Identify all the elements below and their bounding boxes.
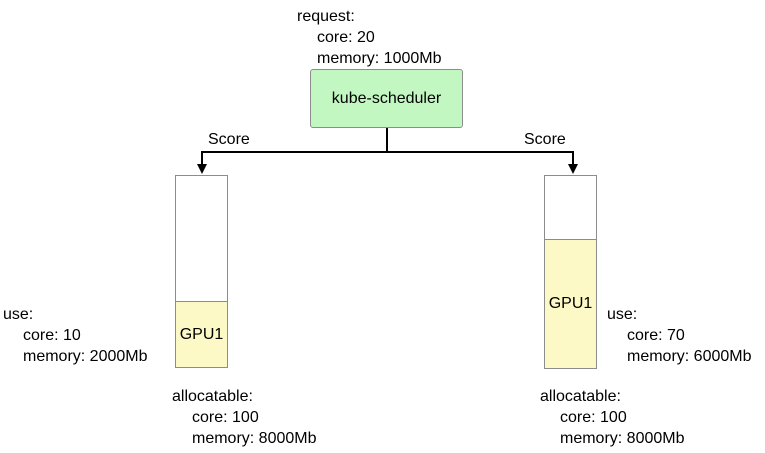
allocatable-core-left: core: 100 xyxy=(192,409,259,426)
allocatable-title-left: allocatable: xyxy=(172,388,253,405)
allocatable-annotation-right: allocatable: core: 100 memory: 8000Mb xyxy=(540,386,685,449)
gpu-usage-block-left: GPU1 xyxy=(176,301,227,367)
gpu-label-left: GPU1 xyxy=(179,325,224,343)
use-annotation-right: use: core: 70 memory: 6000Mb xyxy=(607,304,752,367)
gpu-label-right: GPU1 xyxy=(548,295,593,312)
use-core-right: core: 70 xyxy=(627,327,685,344)
request-title: request: xyxy=(297,8,355,25)
node-left: GPU1 xyxy=(175,175,228,368)
connector-stem xyxy=(386,128,388,153)
use-annotation-left: use: core: 10 memory: 2000Mb xyxy=(3,304,148,367)
score-label-right: Score xyxy=(524,131,566,148)
connector-horizontal xyxy=(201,151,574,153)
arrow-down-right-icon xyxy=(568,164,578,174)
request-annotation: request: core: 20 memory: 1000Mb xyxy=(297,6,442,69)
gpu-usage-block-right: GPU1 xyxy=(545,239,596,368)
allocatable-title-right: allocatable: xyxy=(540,388,621,405)
connector-right-drop xyxy=(572,151,574,165)
use-title-right: use: xyxy=(607,306,638,323)
arrow-down-left-icon xyxy=(197,164,207,174)
allocatable-memory-left: memory: 8000Mb xyxy=(192,430,317,447)
kube-scheduler-node: kube-scheduler xyxy=(310,69,463,128)
node-right: GPU1 xyxy=(544,175,597,369)
score-label-left: Score xyxy=(208,131,250,148)
allocatable-annotation-left: allocatable: core: 100 memory: 8000Mb xyxy=(172,386,317,449)
request-memory: memory: 1000Mb xyxy=(317,50,442,67)
connector-left-drop xyxy=(201,151,203,165)
use-core-left: core: 10 xyxy=(23,327,81,344)
use-memory-right: memory: 6000Mb xyxy=(627,348,752,365)
use-title-left: use: xyxy=(3,306,34,323)
allocatable-core-right: core: 100 xyxy=(560,409,627,426)
allocatable-memory-right: memory: 8000Mb xyxy=(560,430,685,447)
kube-scheduler-label: kube-scheduler xyxy=(331,89,442,107)
use-memory-left: memory: 2000Mb xyxy=(23,348,148,365)
request-core: core: 20 xyxy=(317,29,375,46)
